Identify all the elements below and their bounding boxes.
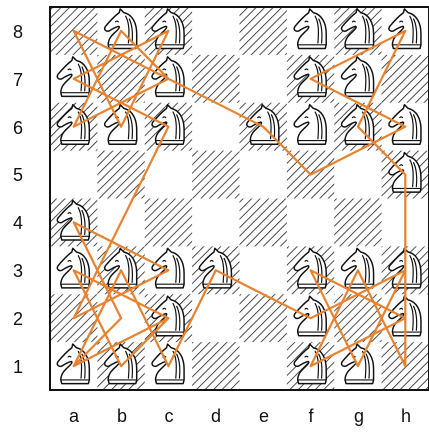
rank-label-5: 5 xyxy=(13,165,23,185)
rank-label-1: 1 xyxy=(13,357,23,377)
square-d7 xyxy=(192,54,240,104)
file-label-c: c xyxy=(165,406,174,426)
file-label-f: f xyxy=(308,406,314,426)
file-label-e: e xyxy=(259,406,269,426)
square-e1 xyxy=(239,342,288,391)
rank-label-8: 8 xyxy=(13,22,23,42)
square-d5 xyxy=(192,150,240,199)
file-label-b: b xyxy=(117,406,127,426)
board-border xyxy=(49,6,429,391)
file-label-g: g xyxy=(354,406,364,426)
file-label-a: a xyxy=(69,406,80,426)
square-e7 xyxy=(239,54,288,104)
rank-label-6: 6 xyxy=(13,118,23,138)
rank-label-4: 4 xyxy=(13,213,23,233)
square-e8 xyxy=(239,7,288,56)
square-e3 xyxy=(239,246,288,295)
rank-labels: 8 7 6 5 4 3 2 1 xyxy=(13,22,23,377)
square-b5 xyxy=(97,150,146,199)
square-a5 xyxy=(50,150,98,199)
file-labels: a b c d e f g h xyxy=(69,406,411,426)
rank-label-3: 3 xyxy=(13,261,23,281)
square-e5 xyxy=(239,150,288,199)
square-e4 xyxy=(239,198,288,247)
square-d8 xyxy=(192,7,240,56)
knight-tour-path xyxy=(72,29,407,368)
square-f4 xyxy=(286,198,335,247)
file-label-d: d xyxy=(211,406,221,426)
square-d1 xyxy=(192,342,240,391)
rank-label-2: 2 xyxy=(13,309,23,329)
square-d4 xyxy=(192,198,240,247)
square-e2 xyxy=(239,294,288,343)
square-g4 xyxy=(334,198,382,247)
square-c4 xyxy=(144,198,193,247)
file-label-h: h xyxy=(401,406,411,426)
square-d6 xyxy=(192,102,240,151)
rank-label-7: 7 xyxy=(13,70,23,90)
